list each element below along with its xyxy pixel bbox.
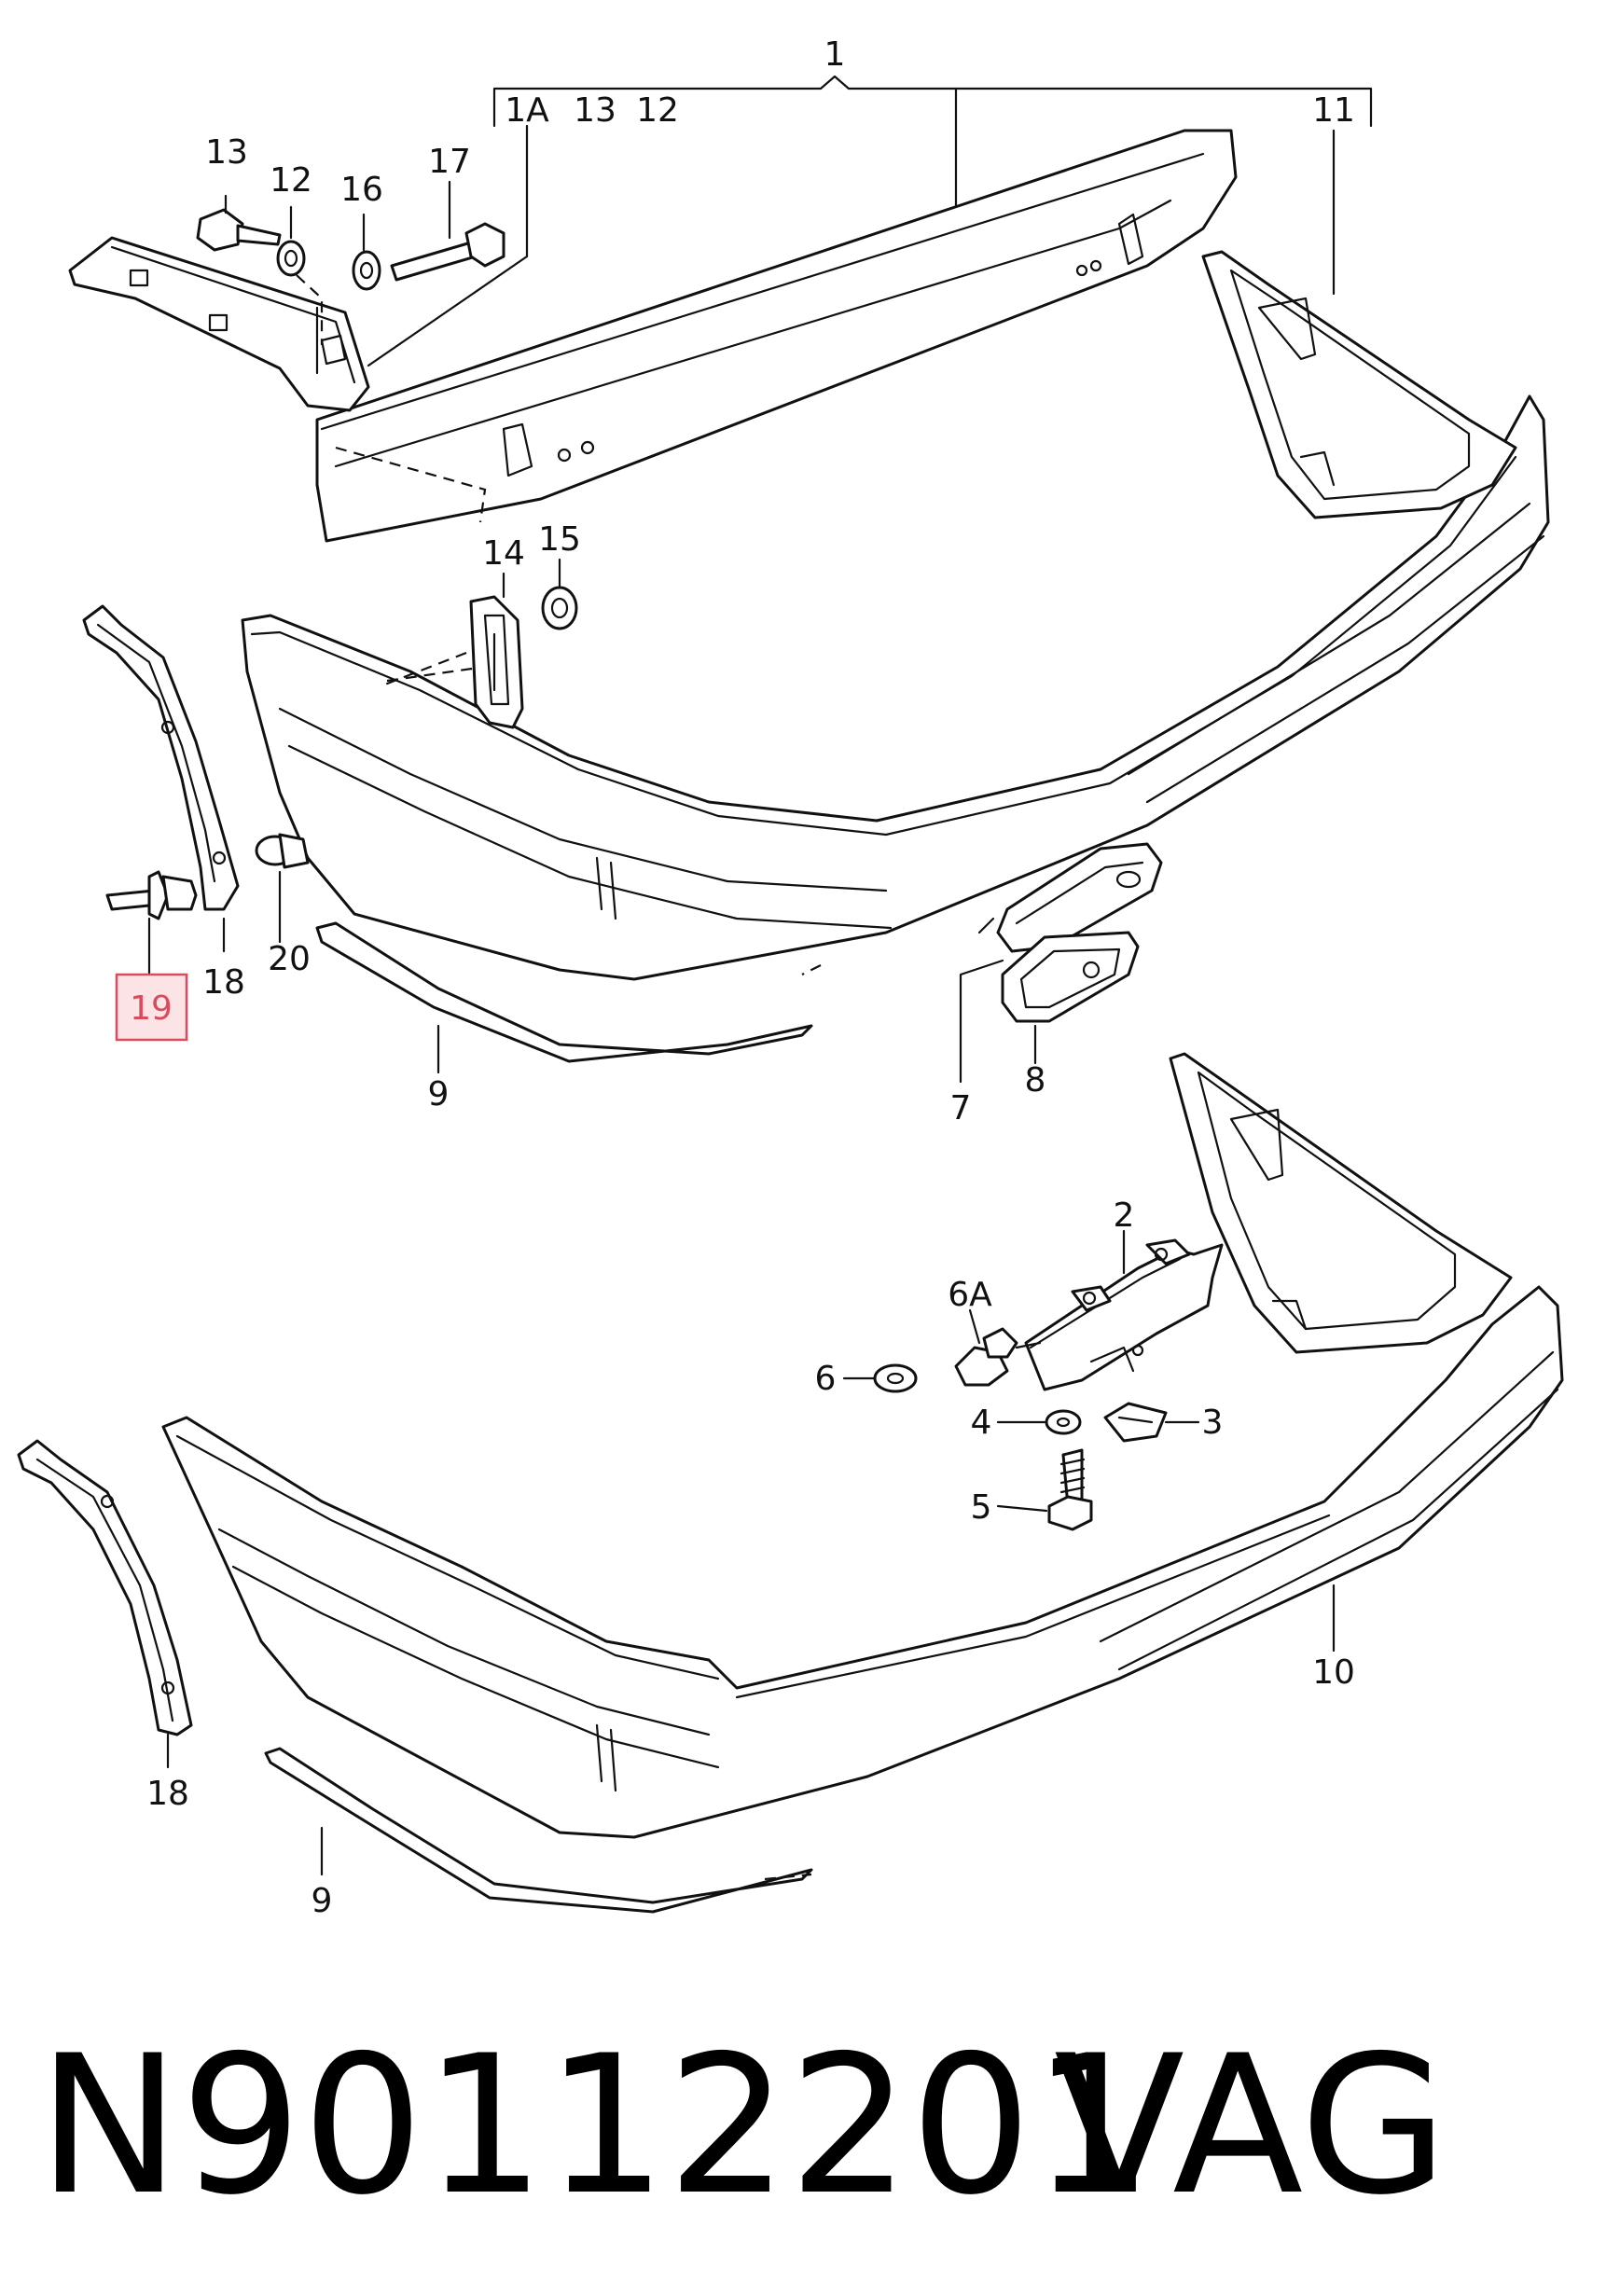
callout-1: 1 <box>824 35 846 74</box>
callout-1-bracket <box>492 75 1373 296</box>
spacer-15 <box>541 558 578 630</box>
bracket-2 <box>1024 1229 1224 1391</box>
callout-labels: 1 1A 13 12 11 13 12 16 17 14 15 18 20 9 … <box>146 35 1355 1920</box>
washer-12 <box>276 205 324 345</box>
callout-1a: 1A <box>505 91 549 130</box>
callout-9-lower: 9 <box>312 1882 333 1920</box>
highlight-box <box>115 973 188 1042</box>
screw-5 <box>996 1448 1093 1531</box>
highlighted-callout-19[interactable]: 19 <box>115 973 188 1042</box>
part-number: N90112201 <box>37 2015 1154 2237</box>
callout-9-upper: 9 <box>428 1075 450 1113</box>
nut-20 <box>255 833 310 944</box>
washer-16 <box>352 213 381 291</box>
callout-4: 4 <box>971 1404 992 1442</box>
callout-3: 3 <box>1202 1404 1224 1442</box>
callout-12: 12 <box>270 161 312 200</box>
callout-11: 11 <box>1312 91 1355 130</box>
lower-bumper-cover <box>161 1052 1564 1839</box>
callout-7: 7 <box>950 1089 972 1127</box>
callout-20: 20 <box>268 940 311 978</box>
trim-strip-lower <box>264 1747 813 1914</box>
nut-6 <box>842 1363 918 1393</box>
bolt-17 <box>390 180 505 282</box>
gasket-8 <box>1001 931 1140 1065</box>
reflector-7 <box>959 842 1163 1084</box>
bolt-13 <box>196 194 282 252</box>
reinforcement-beam <box>315 129 1238 543</box>
wheel-arch-trim-lower <box>17 1439 193 1769</box>
callout-19: 19 <box>130 989 173 1028</box>
clip-19 <box>105 870 198 976</box>
callout-15: 15 <box>538 520 581 559</box>
callout-13: 13 <box>205 133 248 172</box>
callout-16: 16 <box>340 171 383 209</box>
brand-name: VAG <box>1054 2015 1448 2237</box>
clip-3 <box>1103 1402 1200 1443</box>
washer-4 <box>996 1409 1082 1435</box>
callout-2: 2 <box>1114 1196 1135 1235</box>
callout-12-top: 12 <box>636 91 679 130</box>
wheel-arch-trim-upper <box>82 604 240 953</box>
callout-6: 6 <box>815 1360 837 1398</box>
leader-1a <box>367 255 529 367</box>
upper-bumper-cover <box>241 250 1550 981</box>
callout-6a: 6A <box>948 1276 992 1314</box>
callout-14: 14 <box>482 534 525 573</box>
callout-13-top: 13 <box>574 91 616 130</box>
trim-strip-upper <box>315 921 813 1074</box>
callout-8: 8 <box>1025 1061 1046 1100</box>
callout-10: 10 <box>1312 1653 1355 1692</box>
callout-17: 17 <box>428 143 471 181</box>
guide-14 <box>381 572 524 729</box>
mounting-bracket <box>68 236 370 412</box>
callout-5: 5 <box>971 1488 992 1527</box>
callout-18-lower: 18 <box>146 1775 189 1813</box>
callout-18-upper: 18 <box>202 963 245 1002</box>
clip-6a <box>954 1308 1042 1387</box>
exploded-parts-diagram: 1 1A 13 12 11 13 12 16 17 14 15 18 20 9 … <box>17 35 1564 1920</box>
